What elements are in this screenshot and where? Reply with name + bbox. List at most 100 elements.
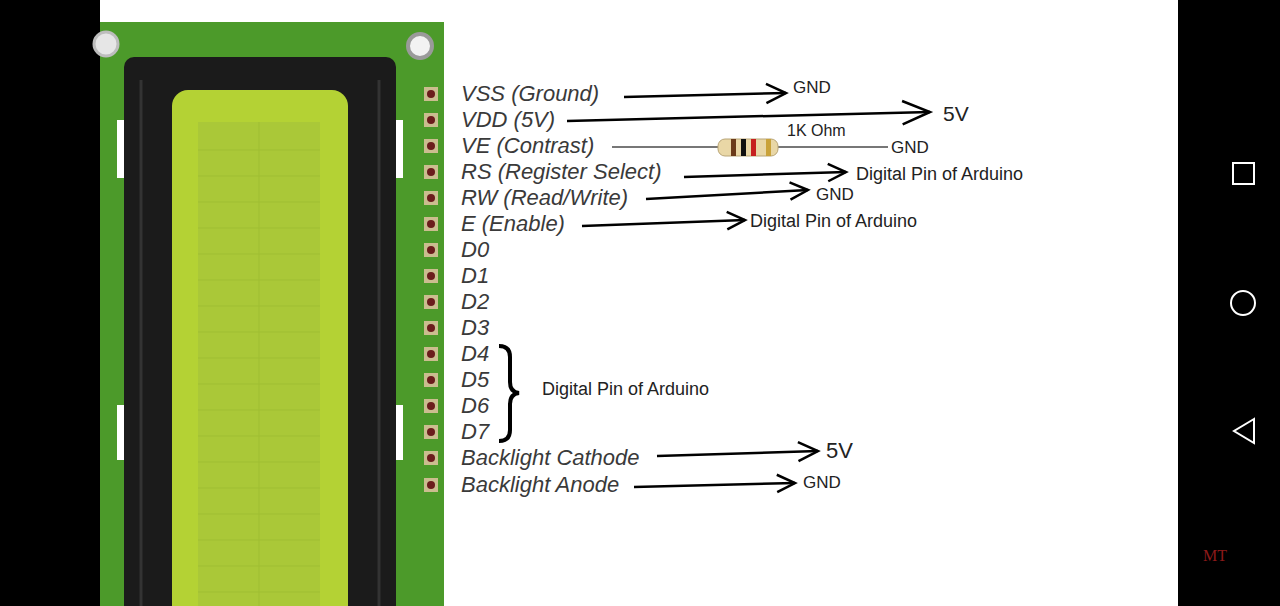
pin-pad [424, 269, 438, 283]
arrow-head [777, 475, 795, 492]
pin-hole [427, 298, 435, 306]
pin-pad [424, 347, 438, 361]
pin-name: D6 [461, 395, 489, 417]
grid-line [198, 280, 320, 281]
nav-recent-icon [1233, 163, 1254, 184]
arrow [684, 164, 846, 181]
grid-line [198, 488, 320, 489]
pin [424, 373, 438, 387]
pin-pad [424, 451, 438, 465]
pin-hole [427, 90, 435, 98]
pin-hole [427, 246, 435, 254]
grid-line [198, 176, 320, 177]
connection-label: 5V [826, 440, 853, 462]
grid-line [198, 436, 320, 437]
arrow-head [766, 84, 786, 103]
pin-name: E (Enable) [461, 213, 565, 235]
connection-label: GND [816, 186, 854, 203]
grid-line [198, 462, 320, 463]
pin [424, 269, 438, 283]
watermark: MT [1203, 548, 1227, 564]
resistor-symbol [718, 139, 778, 156]
grid-line [198, 202, 320, 203]
nav-bar [1178, 0, 1280, 606]
arrow-head [828, 164, 846, 181]
pin-header [424, 87, 438, 492]
pin-hole [427, 481, 435, 489]
arrow-line [582, 220, 745, 226]
pin-pad [424, 87, 438, 101]
pin-hole [427, 350, 435, 358]
pin-pad [424, 139, 438, 153]
grid-line [198, 306, 320, 307]
arrow [634, 475, 795, 492]
bezel-edge [378, 80, 381, 606]
pin-name: Backlight Cathode [461, 447, 640, 469]
grid-line [198, 540, 320, 541]
grid-line [198, 332, 320, 333]
resistor-band [731, 139, 736, 156]
connection-label: GND [803, 474, 841, 491]
arrow [624, 84, 786, 103]
pin-name: D4 [461, 343, 489, 365]
pin-name: VE (Contrast) [461, 135, 594, 157]
bezel-tab [117, 120, 124, 178]
grid-line [198, 254, 320, 255]
resistor-band [766, 139, 771, 156]
pin [424, 451, 438, 465]
pin [424, 399, 438, 413]
pin-name: D1 [461, 265, 489, 287]
nav-home-icon [1231, 291, 1255, 315]
arrow [657, 442, 818, 461]
lcd-grid [198, 122, 320, 606]
pin-hole [427, 376, 435, 384]
pin [424, 217, 438, 231]
pin-name: D5 [461, 369, 489, 391]
pin-name: D7 [461, 421, 489, 443]
pin-name: Backlight Anode [461, 474, 619, 496]
pin-name: RS (Register Select) [461, 161, 662, 183]
pin-pad [424, 321, 438, 335]
pin [424, 295, 438, 309]
pin-hole [427, 220, 435, 228]
connection-label: Digital Pin of Arduino [750, 212, 917, 230]
arrow-line [567, 112, 930, 121]
wires [567, 84, 930, 492]
grid-line [198, 384, 320, 385]
connection-label: GND [793, 79, 831, 96]
pin-hole [427, 454, 435, 462]
lcd-character-area [198, 122, 320, 606]
connection-label: GND [891, 139, 929, 156]
grid-line [198, 514, 320, 515]
arrow-line [684, 172, 846, 177]
pin-name: D3 [461, 317, 489, 339]
grid-line [259, 122, 260, 606]
arrow-head [790, 182, 808, 199]
bezel-tab [117, 405, 124, 460]
pin-pad [424, 217, 438, 231]
pin [424, 165, 438, 179]
curly-brace [499, 346, 519, 441]
pin-pad [424, 425, 438, 439]
grid-line [198, 566, 320, 567]
pin-pad [424, 243, 438, 257]
pin [424, 243, 438, 257]
pin-pad [424, 399, 438, 413]
pin [424, 478, 438, 492]
bezel-tab [396, 405, 403, 460]
pin-hole [427, 194, 435, 202]
pin [424, 191, 438, 205]
pin [424, 321, 438, 335]
connection-label: 1K Ohm [787, 123, 846, 139]
connection-label: Digital Pin of Arduino [856, 165, 1023, 183]
pin-pad [424, 373, 438, 387]
connection-label: 5V [943, 103, 969, 124]
pin [424, 347, 438, 361]
pin [424, 139, 438, 153]
connection-label: Digital Pin of Arduino [542, 380, 709, 398]
pin-name: D0 [461, 239, 489, 261]
resistor-band [741, 139, 746, 156]
pin-hole [427, 142, 435, 150]
lcd-bezel [124, 57, 396, 606]
